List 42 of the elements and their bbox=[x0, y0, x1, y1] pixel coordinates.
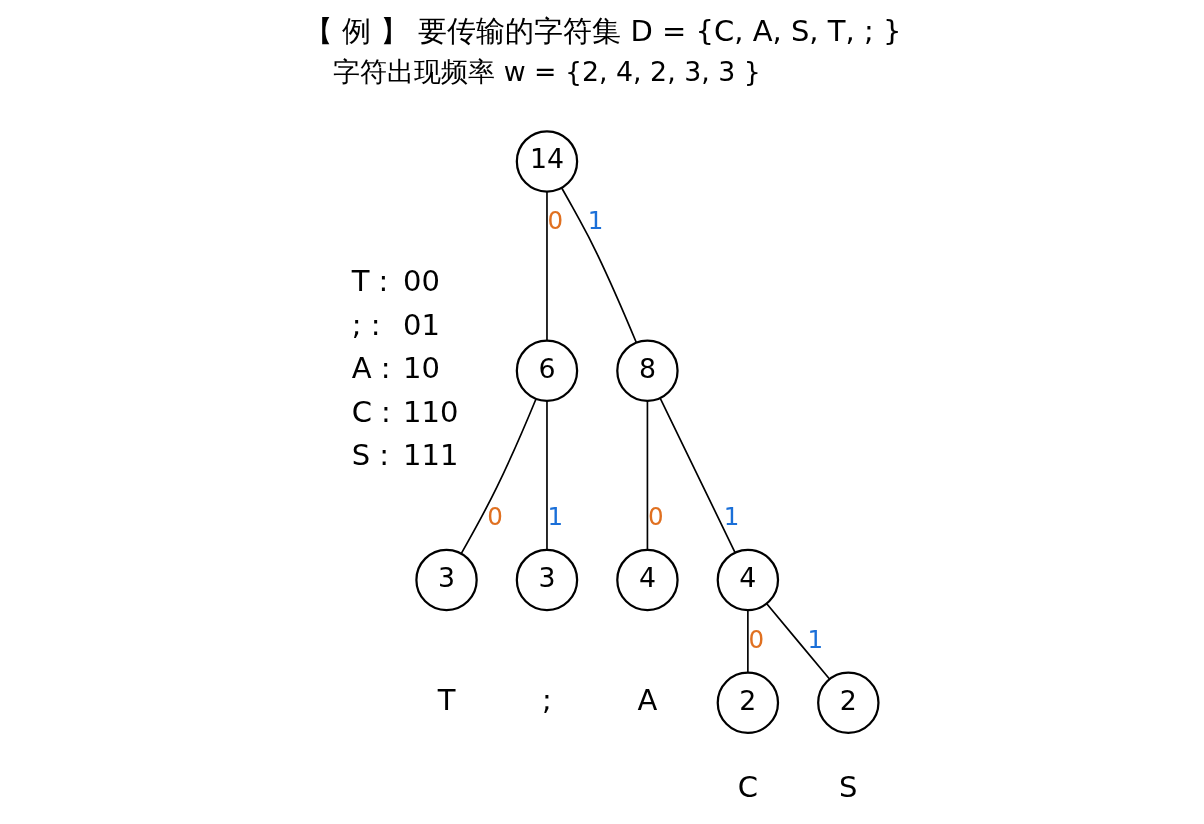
edge-label: 0 bbox=[747, 624, 764, 654]
connector bbox=[560, 187, 637, 344]
node-label: A bbox=[637, 682, 657, 717]
node-circle: 14 bbox=[515, 130, 578, 193]
label: ; : bbox=[351, 307, 380, 342]
label: A : bbox=[351, 351, 390, 386]
diagram-title: 【 例 】 要传输的字符集 D = {C, A, S, T, ; } bbox=[303, 13, 901, 48]
node-circle: 6 bbox=[515, 339, 578, 402]
node-label: S bbox=[838, 770, 858, 805]
connector bbox=[459, 398, 537, 555]
connector bbox=[765, 602, 830, 680]
edge-label: 1 bbox=[723, 501, 739, 531]
connector bbox=[746, 609, 749, 674]
edge-label: 1 bbox=[547, 501, 563, 531]
connector bbox=[658, 397, 736, 554]
node-circle: 2 bbox=[716, 671, 779, 734]
node-circle: 4 bbox=[716, 548, 779, 612]
label: 字符出现频率 w = {2, 4, 2, 3, 3 } bbox=[332, 56, 761, 88]
connector bbox=[545, 400, 548, 551]
edge-label: 0 bbox=[547, 206, 563, 236]
label: 01 bbox=[402, 307, 440, 342]
node-circle: 2 bbox=[816, 671, 880, 734]
label: 110 bbox=[402, 394, 458, 429]
connector bbox=[646, 400, 648, 551]
connector bbox=[545, 190, 548, 342]
label: C : bbox=[351, 394, 391, 429]
node-label: ; bbox=[541, 682, 552, 717]
label: 00 bbox=[402, 264, 440, 299]
node-circle: 3 bbox=[414, 548, 478, 612]
node-label: C bbox=[737, 770, 758, 805]
label: T : bbox=[351, 264, 388, 299]
node-circle: 4 bbox=[615, 548, 679, 612]
label: 10 bbox=[402, 351, 440, 386]
node-label: T bbox=[437, 682, 455, 717]
edge-label: 1 bbox=[587, 206, 603, 236]
edge-label: 1 bbox=[807, 624, 823, 654]
edge-label: 0 bbox=[647, 501, 664, 531]
node-circle: 3 bbox=[515, 548, 578, 612]
node-circle: 8 bbox=[615, 339, 679, 402]
label: 111 bbox=[402, 438, 458, 473]
label: S : bbox=[351, 438, 389, 473]
edge-label: 0 bbox=[486, 501, 503, 531]
